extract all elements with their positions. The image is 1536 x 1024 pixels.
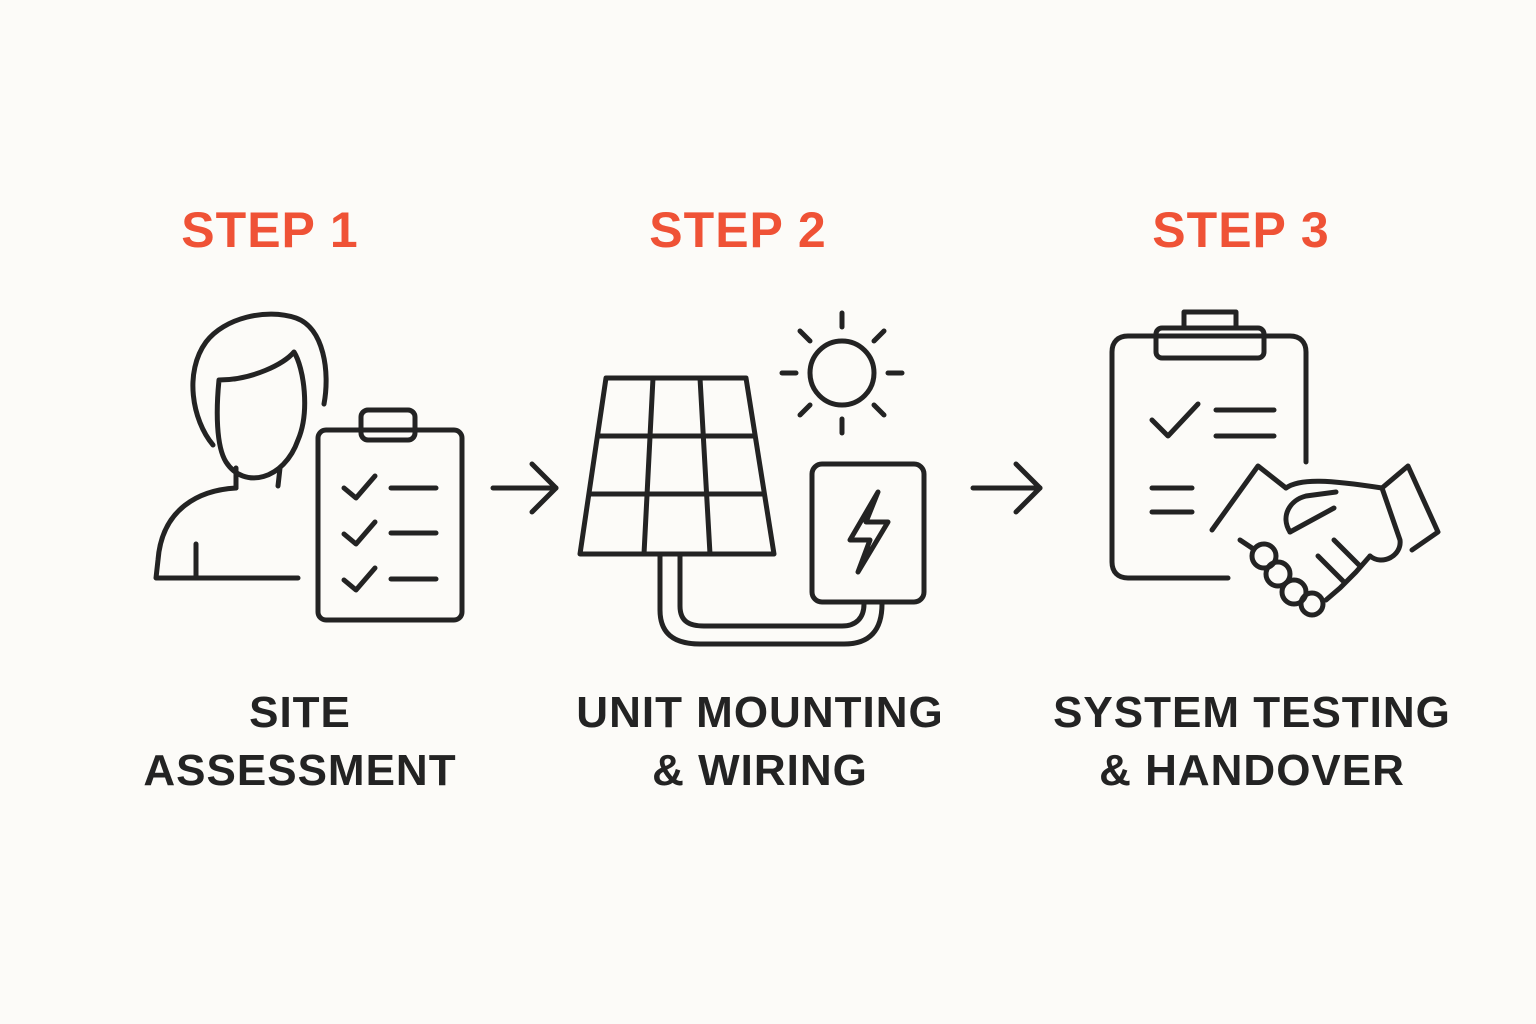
- checklist-clipboard-icon: [1109, 309, 1309, 581]
- step-2-title-line-1: UNIT MOUNTING: [576, 688, 944, 737]
- step-1-title-line-2: ASSESSMENT: [143, 746, 457, 795]
- step-2-title-line-2: & WIRING: [652, 746, 868, 795]
- arrow-right-icon: [970, 461, 1043, 515]
- step-2-heading: STEP 2: [649, 202, 827, 258]
- sun-icon: [779, 310, 905, 436]
- checklist-clipboard-icon: [315, 407, 465, 623]
- solar-panel-icon: [577, 375, 777, 557]
- step-3-title: SYSTEM TESTING & HANDOVER: [1030, 684, 1474, 800]
- step-1-title-line-1: SITE: [249, 688, 351, 737]
- step-2-title: UNIT MOUNTING & WIRING: [540, 684, 980, 800]
- step-3-heading: STEP 3: [1152, 202, 1330, 258]
- person-icon: [153, 311, 329, 581]
- lightning-bolt-icon: [847, 489, 891, 575]
- step-3-title-line-2: & HANDOVER: [1099, 746, 1405, 795]
- handshake-icon: [1209, 463, 1441, 618]
- step-1-heading: STEP 1: [181, 202, 359, 258]
- step-3-title-line-1: SYSTEM TESTING: [1053, 688, 1451, 737]
- arrow-right-icon: [490, 461, 559, 515]
- inverter-box-icon: [809, 461, 927, 605]
- cable-icon: [657, 553, 885, 647]
- step-1-title: SITE ASSESSMENT: [100, 684, 500, 800]
